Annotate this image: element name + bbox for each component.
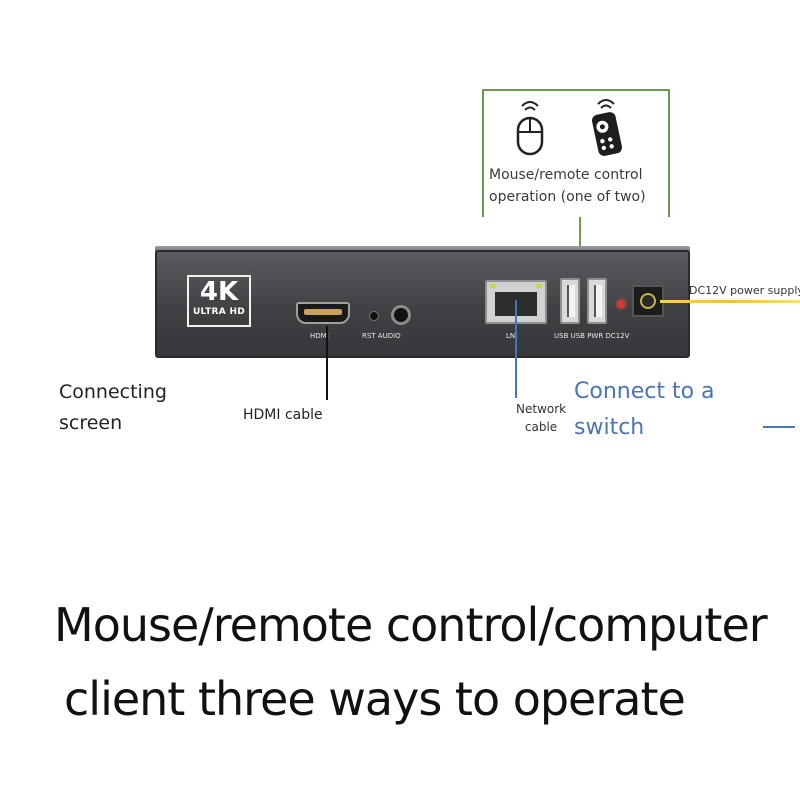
connecting-screen-line1: Connecting [59, 381, 167, 403]
logo-4k-text: 4K [199, 277, 239, 307]
usb-port-2 [587, 278, 607, 324]
connect-switch-line1: Connect to a [574, 379, 715, 404]
callout-text-line2: operation (one of two) [489, 189, 646, 205]
headline-line2: client three ways to operate [64, 672, 686, 726]
lan-led-left [490, 284, 496, 288]
connect-switch-label: Connect to a switch [574, 374, 715, 446]
switch-connector-line [763, 426, 795, 428]
hdmi-cable-line [326, 326, 328, 400]
audio-jack [391, 305, 411, 325]
usb-pwr-dc-label: USB USB PWR DC12V [554, 332, 630, 340]
logo-ultra-hd-text: ULTRA HD [192, 307, 246, 317]
power-led [617, 300, 625, 308]
hdmi-cable-label: HDMI cable [243, 407, 323, 423]
mouse-icon [516, 101, 544, 156]
power-supply-label: DC12V power supply [689, 284, 800, 297]
connect-switch-line2: switch [574, 415, 645, 440]
lan-port-label: LN [506, 332, 516, 340]
connecting-screen-label: Connecting screen [59, 377, 167, 439]
network-cable-label: Network cable [516, 400, 566, 436]
operation-callout-box [482, 89, 670, 217]
connecting-screen-line2: screen [59, 412, 123, 434]
hdmi-port-label: HDMI [310, 332, 329, 340]
network-cable-line1: Network [516, 402, 567, 416]
4k-ultra-hd-logo: 4K ULTRA HD [187, 275, 251, 327]
callout-text-line1: Mouse/remote control [489, 167, 643, 183]
network-cable-line [515, 300, 517, 398]
hdmi-port [296, 302, 350, 324]
rst-audio-label: RST AUDIO [362, 332, 401, 340]
reset-button-hole [369, 311, 379, 321]
remote-control-icon [592, 99, 622, 156]
callout-text: Mouse/remote control operation (one of t… [489, 164, 667, 208]
lan-led-right [536, 284, 542, 288]
network-cable-line2: cable [524, 420, 558, 434]
usb-port-1 [560, 278, 580, 324]
headline-line1: Mouse/remote control/computer [54, 598, 768, 652]
power-cable-line [660, 300, 800, 303]
